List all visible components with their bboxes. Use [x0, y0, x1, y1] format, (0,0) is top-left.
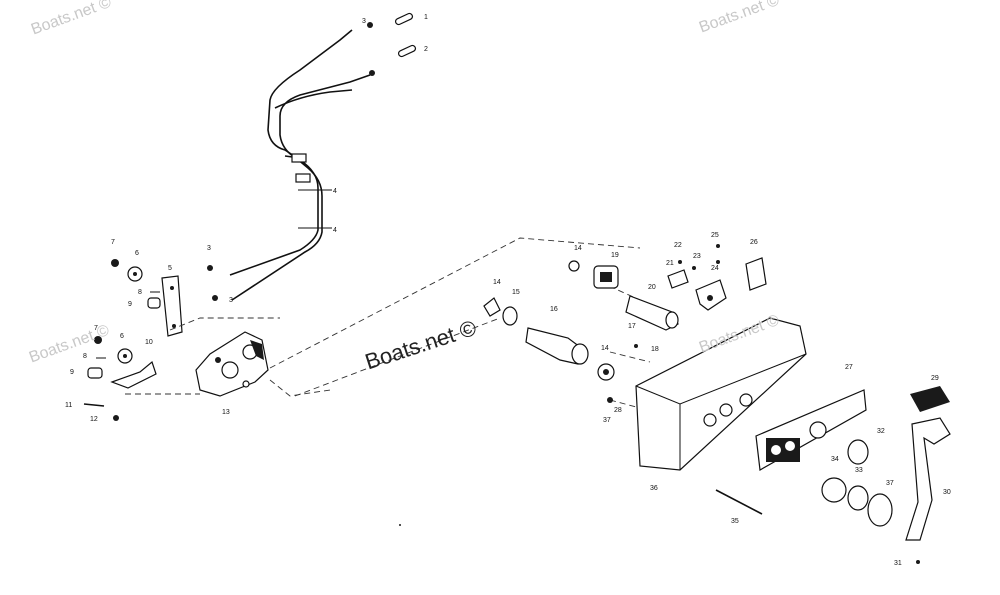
- callout-25: 25: [711, 232, 719, 239]
- callout-labels: 1 2 3 4 4 3 3 7 6 5 8 9 7 8 6 10 9 11 12…: [65, 14, 951, 567]
- callout-28: 28: [614, 407, 622, 414]
- callout-16: 16: [550, 306, 558, 313]
- callout-14: 14: [601, 345, 609, 352]
- callout-22: 22: [674, 242, 682, 249]
- callout-3: 3: [362, 18, 366, 25]
- callout-8: 8: [138, 289, 142, 296]
- linkage-parts: [83, 259, 183, 421]
- callout-9: 9: [128, 301, 132, 308]
- callout-3: 3: [207, 245, 211, 252]
- callout-5: 5: [168, 265, 172, 272]
- callout-14: 14: [493, 279, 501, 286]
- callout-37: 37: [886, 480, 894, 487]
- callout-35: 35: [731, 518, 739, 525]
- callout-26: 26: [750, 239, 758, 246]
- callout-8: 8: [83, 353, 87, 360]
- callout-6: 6: [135, 250, 139, 257]
- cable-ends: [207, 12, 417, 301]
- callout-31: 31: [894, 560, 902, 567]
- callout-13: 13: [222, 409, 230, 416]
- callout-30: 30: [943, 489, 951, 496]
- control-box: [635, 317, 867, 515]
- callout-32: 32: [877, 428, 885, 435]
- callout-34: 34: [831, 456, 839, 463]
- callout-4: 4: [333, 227, 337, 234]
- callout-11: 11: [65, 402, 72, 409]
- callout-2: 2: [424, 46, 428, 53]
- callout-37: 37: [603, 417, 611, 424]
- callout-14: 14: [574, 245, 582, 252]
- callout-19: 19: [611, 252, 619, 259]
- stray-dot: [399, 524, 401, 526]
- callout-10: 10: [145, 339, 153, 346]
- callout-20: 20: [648, 284, 656, 291]
- callout-23: 23: [693, 253, 701, 260]
- callout-7: 7: [111, 239, 115, 246]
- shaft-parts: [483, 244, 767, 403]
- control-cables: [229, 29, 371, 301]
- callout-27: 27: [845, 364, 853, 371]
- handle-parts: [821, 386, 951, 564]
- callout-15: 15: [512, 289, 520, 296]
- callout-21: 21: [666, 260, 674, 267]
- control-housing: [195, 331, 269, 397]
- callout-9: 9: [70, 369, 74, 376]
- callout-29: 29: [931, 375, 939, 382]
- callout-12: 12: [90, 416, 98, 423]
- callout-7: 7: [94, 325, 98, 332]
- callout-24: 24: [711, 265, 719, 272]
- callout-36: 36: [650, 485, 658, 492]
- callout-6: 6: [120, 333, 124, 340]
- callout-17: 17: [628, 323, 636, 330]
- callout-3: 3: [229, 297, 233, 304]
- callout-33: 33: [855, 467, 863, 474]
- callout-1: 1: [424, 14, 428, 21]
- callout-4: 4: [333, 188, 337, 195]
- callout-18: 18: [651, 346, 659, 353]
- leader-lines: [125, 237, 651, 409]
